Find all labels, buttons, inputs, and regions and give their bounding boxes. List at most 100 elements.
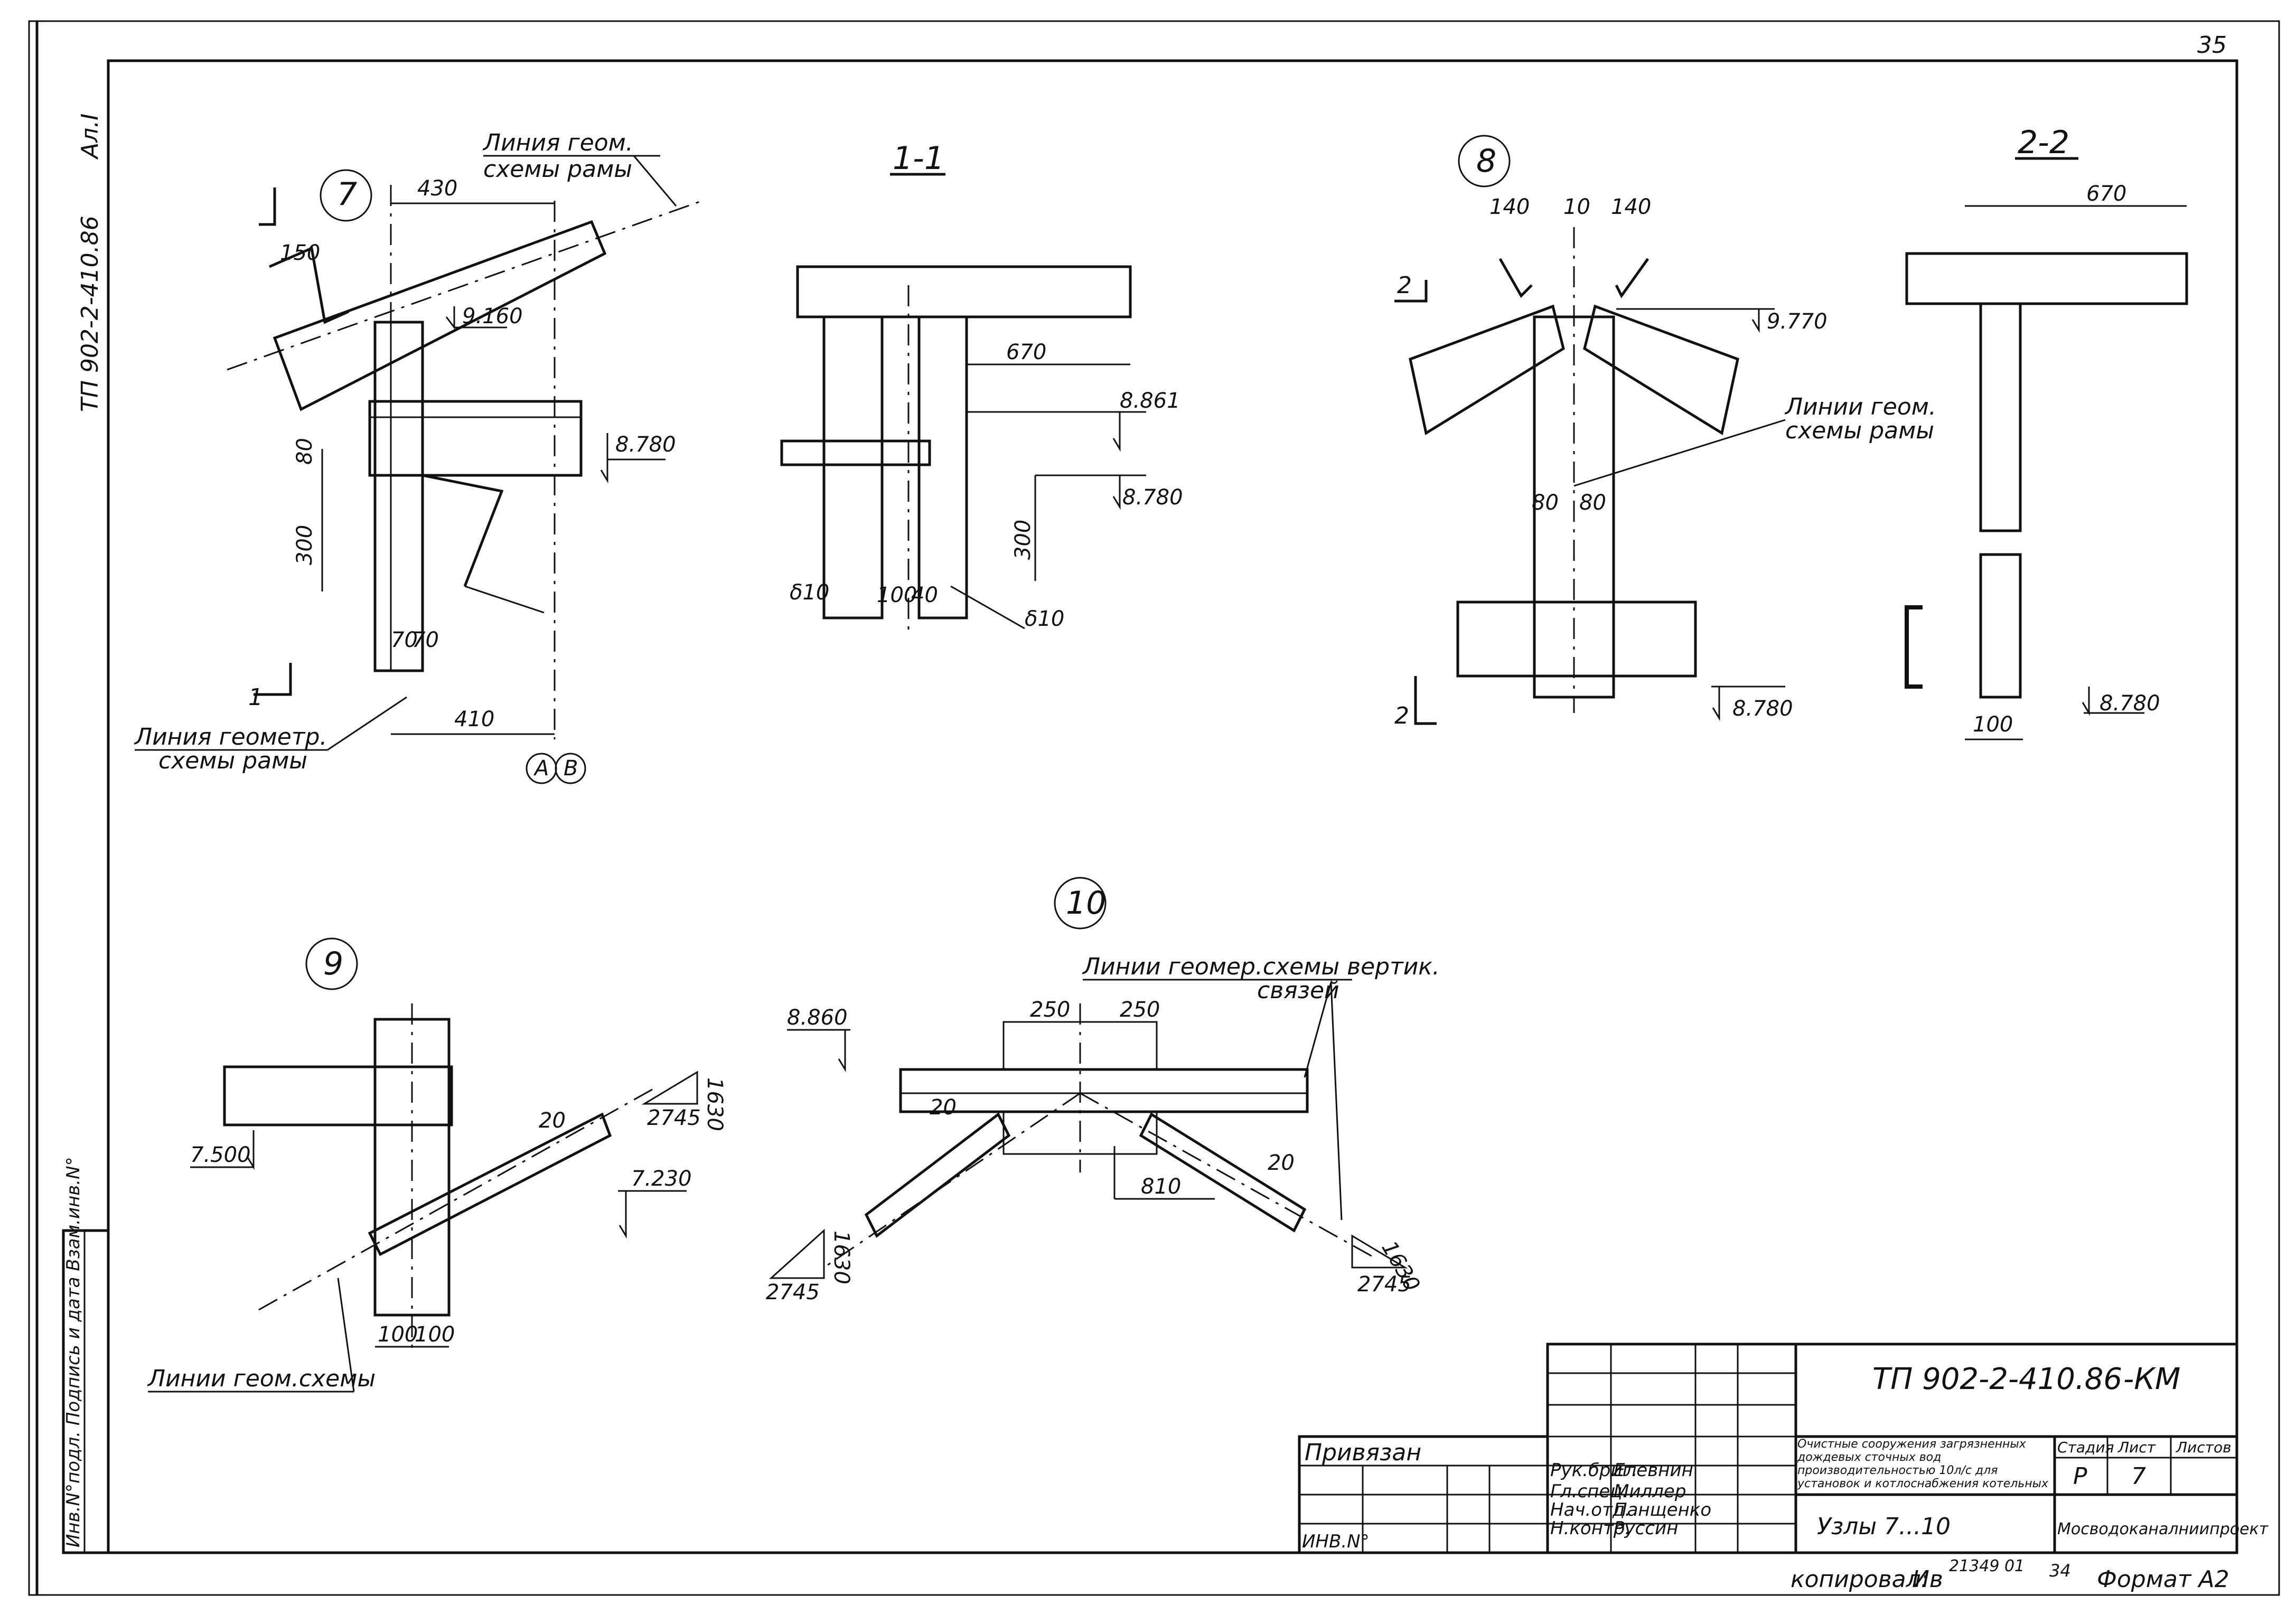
node-7-number: 7 [337,176,357,213]
tb-inv-no: ИНВ.N° [1302,1531,1370,1552]
node-10-geom-left [823,1092,1081,1269]
node-10-dim-250b: 250 [1120,998,1160,1022]
inner-frame [107,59,2238,1554]
tb-drawing-title: Узлы 7...10 [1817,1513,1951,1540]
node-7-dim-300: 300 [293,525,317,565]
node-10-elev-8860: 8.860 [787,1006,848,1030]
footer-copier-sign: Ив [1912,1566,1943,1593]
node-7-dim-150: 150 [280,241,320,265]
section-1-1-title: 1-1 [893,140,944,177]
node-8-section-mark-top [1394,280,1428,303]
node-8: 8 140 10 140 9.770 Линии геом. схемы рам… [1394,135,1936,729]
node-8-elev-8780-arrow [1712,687,1720,721]
node-9-dim-20: 20 [539,1109,566,1133]
tb-stage: Р [2073,1463,2087,1490]
outer-frame [28,20,2280,1596]
section-2-2-dim-670: 670 [2086,182,2126,206]
node-7-purlin [268,246,350,324]
section-2-2-elev-arrow [2082,687,2090,716]
tb-doc-suffix: -КМ [2123,1362,2180,1396]
node-8-elev-8780: 8.780 [1732,697,1793,721]
node-10-slope-2745a: 2745 [766,1280,820,1304]
section-1-1-col-left [822,315,884,620]
section-1-1-dim-100: 100 [877,583,917,607]
node-7: 7 430 150 80 300 70 70 410 9.160 [134,129,703,784]
section-2-2-title: 2-2 [2018,124,2069,161]
node-10-leader-1 [1304,982,1332,1078]
node-7-section-mark-bottom [254,663,292,696]
node-7-section-mark-top [259,187,276,226]
node-10-number: 10 [1066,885,1106,922]
side-stamp-frame [62,1229,110,1554]
section-1-1-elev-8861-arrow [1112,412,1121,452]
node-8-dim-80a: 80 [1532,491,1559,515]
node-7-section-mark: 1 [248,684,263,711]
side-header: ТП 902-2-410.86 Ал.I [77,114,104,412]
title-block: ТП 902-2-410.86 -КМ Привязан ИНВ.N° Рук.… [62,1157,2269,1554]
node-9-line-note: Линии геом.схемы [147,1365,376,1392]
node-7-rafter [273,220,607,411]
node-8-line-note-1: Линии геом. [1784,393,1936,420]
node-8-dim-140a: 140 [1489,195,1530,219]
node-7-dim-70b: 70 [412,628,439,652]
node-10-brace-left [864,1112,1011,1238]
node-10-marker [1054,877,1107,930]
node-9-slope-1630: 1630 [702,1077,727,1131]
node-8-elev-9770-arrow [1751,309,1760,333]
node-10: 10 Линии геомер.схемы вертик. связей 8.8… [766,877,1440,1304]
node-9-line-note-leader [337,1278,355,1392]
section-1-1-elev-8861: 8.861 [1120,389,1180,413]
node-9-slope-triangle [641,1071,698,1105]
doc-code-side: ТП 902-2-410.86 [77,215,104,412]
node-8-purlin-right [1615,258,1650,298]
node-9-elev-7230-arrow [618,1191,627,1239]
node-8-section-mark-top-label: 2 [1397,272,1412,299]
footer-page: 34 [2049,1561,2071,1581]
tb-doc-code: ТП 902-2-410.86 [1872,1362,2122,1396]
node-10-line-note-1: Линии геомер.схемы вертик. [1082,953,1440,980]
node-7-marker [320,169,372,222]
node-10-slope-triangle-right [1351,1234,1408,1269]
node-7-dim-80: 80 [293,438,317,465]
node-8-section-mark-bottom-label: 2 [1394,702,1409,729]
section-1-1-delta-right-leader [950,585,1025,630]
tb-sheet-label: Лист [2117,1439,2156,1456]
node-8-dim-80b: 80 [1579,491,1606,515]
node-9-dim-100b: 100 [415,1322,455,1347]
page-number: 35 [2197,32,2227,59]
node-9-marker [305,937,358,990]
node-7-bottom-note-1: Линия геометр. [134,724,327,750]
node-8-line-note-2: схемы рамы [1785,417,1934,444]
node-7-line-note-1: Линия геом. [482,129,633,156]
section-1-1-elev-8780: 8.780 [1122,485,1183,510]
tb-role-2: Гл.спец. [1550,1481,1628,1502]
axis-b-marker [555,753,586,784]
node-8-elev-9770: 9.770 [1767,309,1828,334]
node-9-dim-100a: 100 [378,1322,418,1347]
tb-name-3: Панщенко [1614,1499,1711,1520]
tb-project-name: Очистные сооружения загрязненных дождевы… [1797,1438,2049,1490]
node-7-bottom-note-leader2 [327,696,407,751]
node-8-number: 8 [1476,143,1496,180]
node-7-elev-8780: 8.780 [615,433,676,457]
node-10-dim-20b: 20 [1268,1151,1295,1175]
node-7-beam [368,400,583,477]
node-10-geom-right [1080,1092,1374,1258]
node-8-beam [1456,600,1697,678]
node-7-dim-430: 430 [417,176,457,201]
tb-organization: Мосводоканалниипроект [2057,1520,2269,1538]
node-7-bracket [422,474,504,587]
node-9-number: 9 [323,945,343,982]
node-10-brace-right [1139,1112,1307,1233]
node-8-section-mark-bottom [1414,676,1437,725]
node-7-elev-9160-arrow [445,306,455,330]
section-2-2-channel [1905,605,1923,689]
section-1-1-top-beam [796,265,1132,318]
footer-copied: копировал: [1791,1566,1929,1593]
node-10-slope-triangle-left [769,1228,825,1279]
tb-sheets-label: Листов [2176,1439,2232,1456]
axis-a-label: А [533,756,549,781]
node-7-elev-9160: 9.160 [462,304,523,328]
section-2-2-beam [1905,252,2188,305]
section-1-1: 1-1 670 8.861 8.780 300 δ10 δ10 100 40 [780,140,1183,634]
